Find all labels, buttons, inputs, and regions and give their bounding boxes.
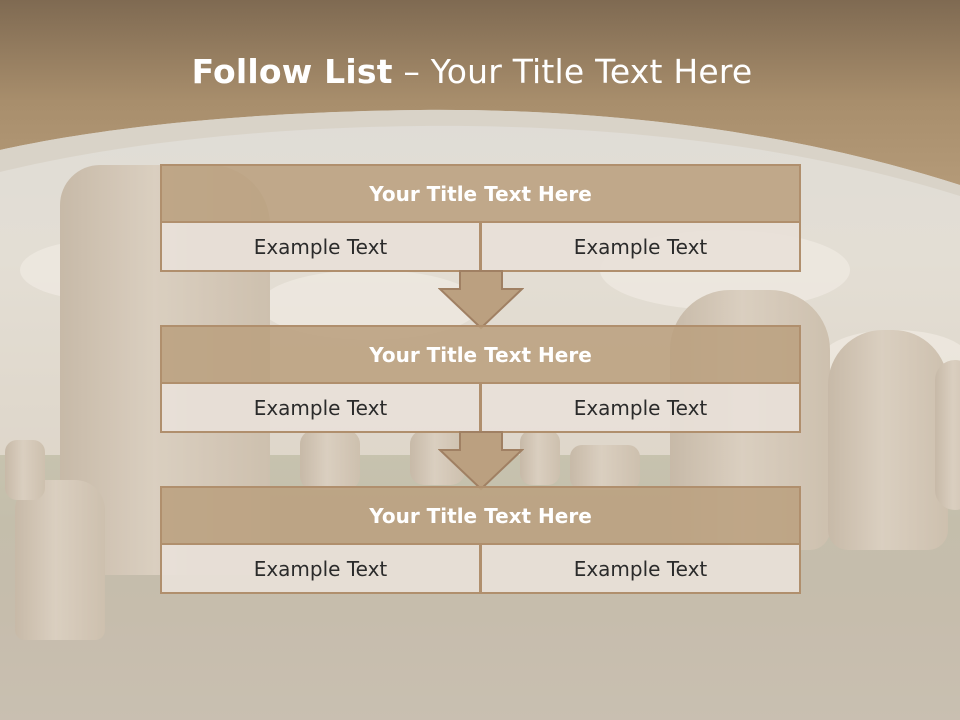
- standing-stone: [15, 480, 105, 640]
- standing-stone: [828, 330, 948, 550]
- slide-title-rest: – Your Title Text Here: [392, 52, 753, 91]
- step-text-left: Example Text: [160, 382, 481, 433]
- step-title: Your Title Text Here: [160, 486, 801, 545]
- standing-stone: [520, 430, 560, 485]
- step-text-right: Example Text: [480, 221, 801, 272]
- step-text-left: Example Text: [160, 221, 481, 272]
- standing-stone: [5, 440, 45, 500]
- slide-title: Follow List – Your Title Text Here: [0, 52, 944, 91]
- step-text-right: Example Text: [480, 382, 801, 433]
- step-text-right: Example Text: [480, 543, 801, 594]
- step-block-1: Your Title Text Here Example Text Exampl…: [160, 164, 801, 272]
- header-band: [0, 0, 960, 196]
- slide-title-bold: Follow List: [191, 52, 393, 91]
- step-text-left: Example Text: [160, 543, 481, 594]
- down-arrow-icon: [438, 431, 524, 491]
- step-title: Your Title Text Here: [160, 164, 801, 223]
- down-arrow-icon: [438, 270, 524, 330]
- standing-stone: [570, 445, 640, 490]
- step-title: Your Title Text Here: [160, 325, 801, 384]
- step-block-2: Your Title Text Here Example Text Exampl…: [160, 325, 801, 433]
- step-block-3: Your Title Text Here Example Text Exampl…: [160, 486, 801, 594]
- standing-stone: [935, 360, 960, 510]
- standing-stone: [300, 430, 360, 490]
